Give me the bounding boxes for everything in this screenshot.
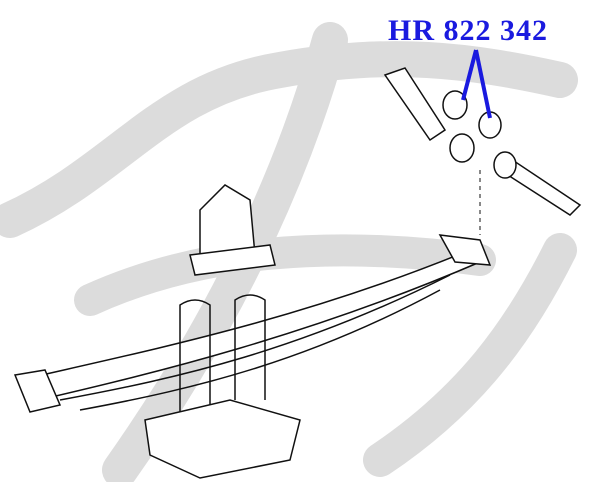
part-number-label: HR 822 342 xyxy=(388,14,548,47)
u-bolts xyxy=(179,294,266,420)
axle-seat xyxy=(144,399,301,479)
bump-stopper xyxy=(189,184,276,276)
callout-leader-lines xyxy=(461,49,492,119)
shackle-plate xyxy=(383,67,582,216)
leaf-spring xyxy=(13,234,492,413)
bushings xyxy=(442,90,517,179)
